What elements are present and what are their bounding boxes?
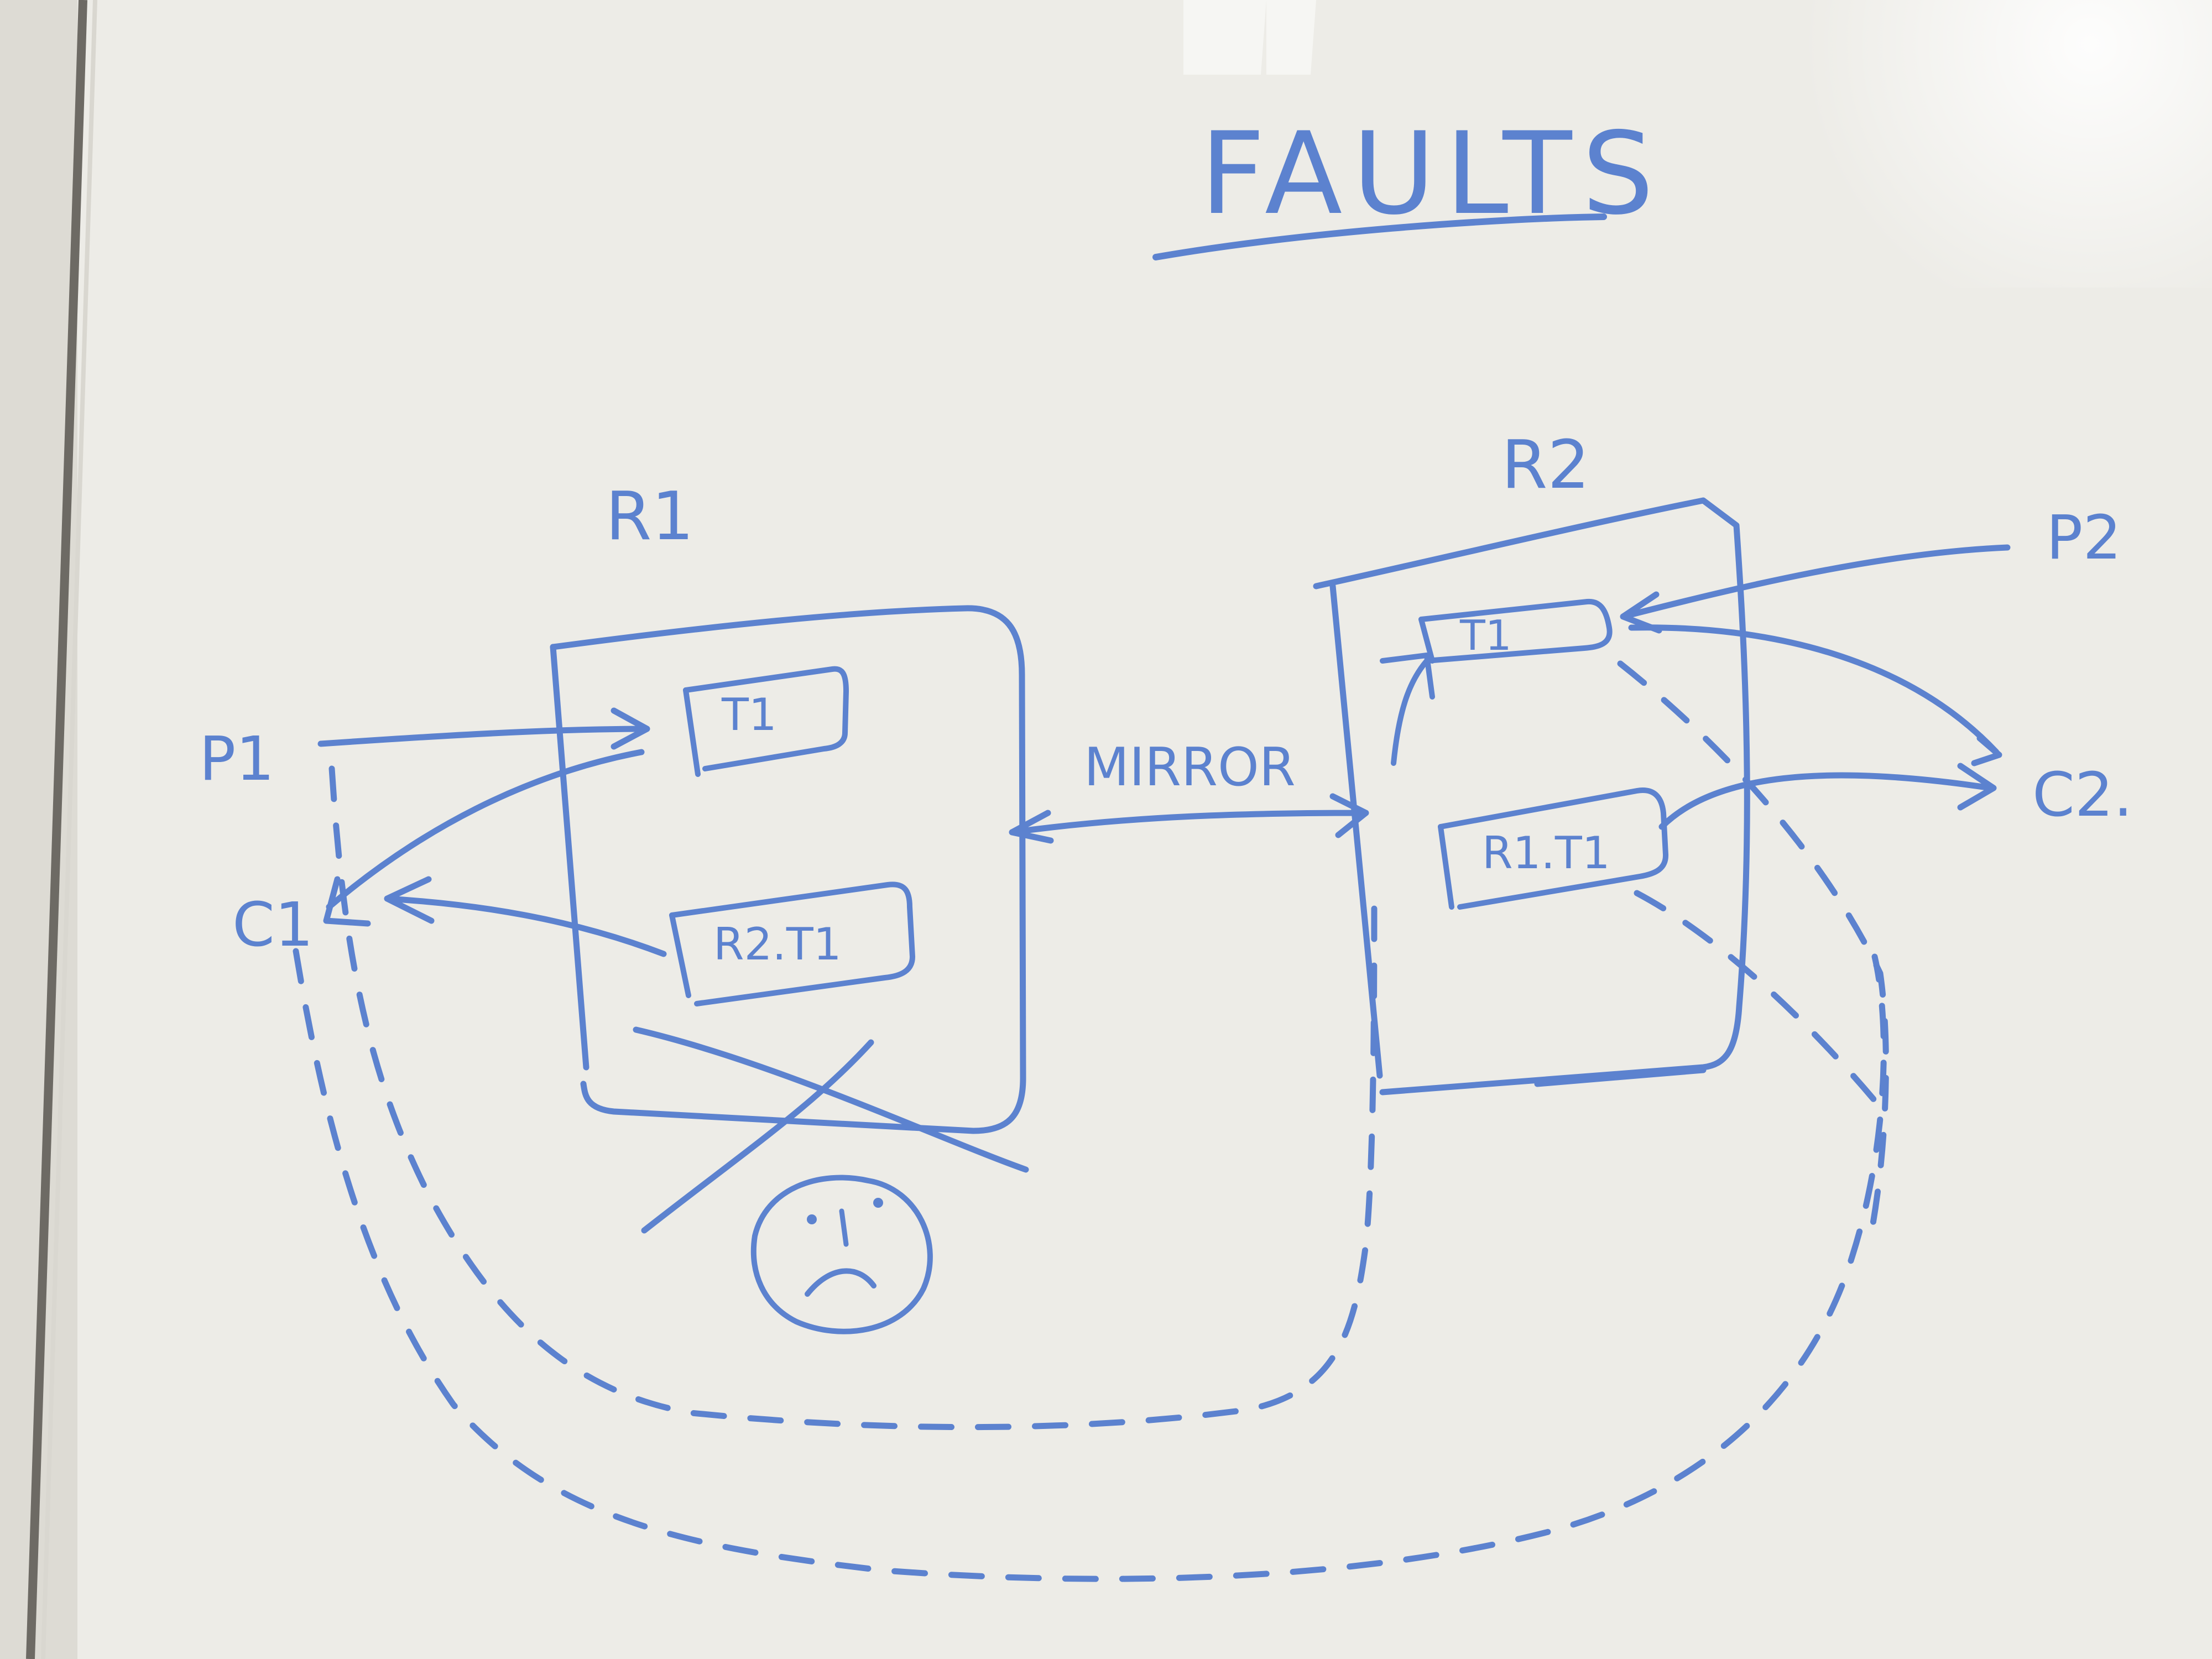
r1-r2t1-to-c1-arrow — [384, 876, 667, 957]
title-text: FAULTS — [1200, 108, 1664, 240]
c2-failover-dashed-path — [1617, 660, 1889, 1248]
light-glare — [1770, 0, 2212, 288]
r2-t1-to-c2-arrow — [1628, 624, 2002, 766]
c1-failover-inner-dashed-path — [328, 765, 1378, 1431]
r1-topic-t1-box-left — [683, 687, 701, 777]
light-reflection — [1183, 0, 1316, 75]
r2-box — [1313, 497, 1750, 1095]
r1-topic-r2t1-box — [669, 881, 915, 1006]
r2-topic-r1t1-box-left — [1438, 824, 1454, 910]
r1-topic-r2t1-box-left — [669, 912, 691, 998]
consumer-c1-label: C1 — [232, 889, 314, 960]
sad-face-icon — [750, 1175, 933, 1334]
r1-t1-to-c1-arrow — [323, 749, 645, 927]
r2-topic-t1-box — [1418, 598, 1613, 664]
mirror-label: MIRROR — [1084, 737, 1296, 798]
r2-topic-t1-label: T1 — [1459, 611, 1512, 660]
r1-box-left-edge — [550, 644, 589, 1071]
consumer-c2-label: C2. — [2032, 759, 2133, 830]
p1-to-r1-t1-arrow — [317, 707, 650, 750]
r2-topic-t1-box-left — [1418, 617, 1435, 664]
r1-failure-cross-mark — [633, 1026, 1029, 1234]
r1-label: R1 — [606, 478, 694, 555]
c1-failover-outer-dashed-path — [293, 948, 1887, 1582]
r2-label: R2 — [1501, 427, 1590, 504]
r1-topic-r2t1-label: R2.T1 — [713, 919, 842, 970]
board-frame — [26, 0, 87, 1659]
mirror-bidirectional-arrow — [1009, 793, 1369, 844]
producer-p1-label: P1 — [199, 723, 274, 794]
r1-topic-t1-label: T1 — [721, 689, 777, 740]
title-underline — [1152, 213, 1607, 260]
board-frame-highlight — [41, 0, 97, 1659]
r2-topic-r1t1-label: R1.T1 — [1482, 827, 1610, 879]
r2-r1t1-to-c2-arrow — [1658, 763, 1997, 830]
producer-p2-label: P2 — [2046, 502, 2121, 573]
r2-inbound-arrow — [1380, 653, 1435, 766]
r1-topic-t1-box — [683, 666, 849, 771]
r2-topic-r1t1-box — [1438, 787, 1668, 910]
